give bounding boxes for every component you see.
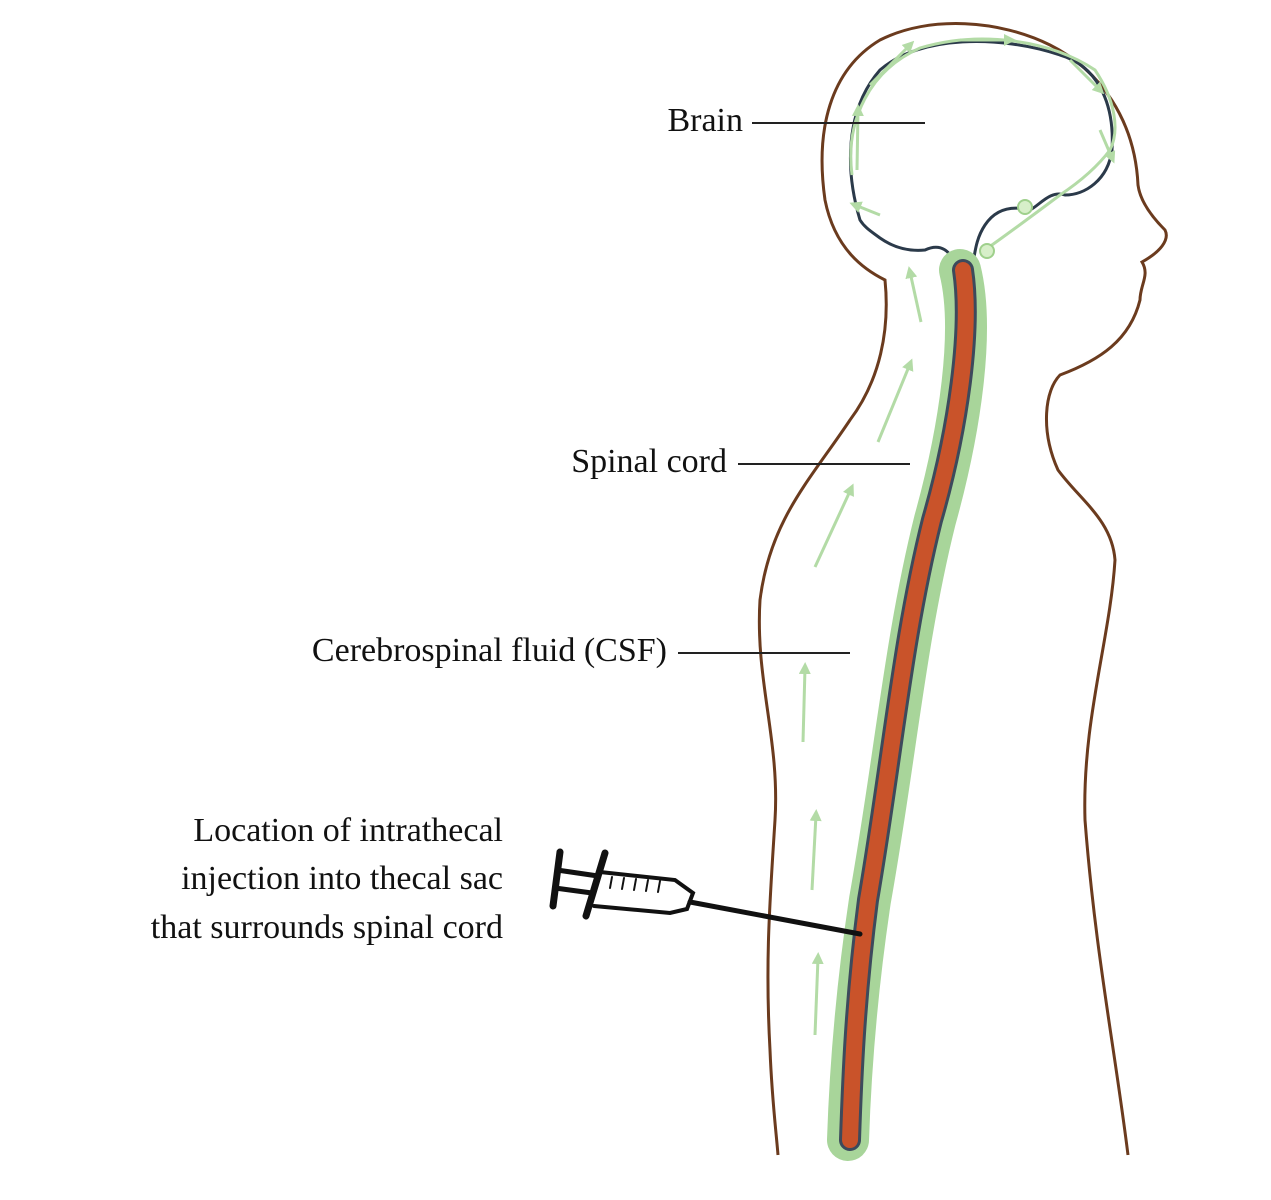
flow-arrow [868, 40, 915, 87]
flow-arrow [811, 952, 824, 1036]
injection-label-line-1: Location of intrathecal [193, 812, 503, 849]
flow-arrow [876, 358, 914, 443]
csf-label: Cerebrospinal fluid (CSF) [312, 632, 667, 669]
brain-outline [848, 40, 1114, 270]
flow-arrow [849, 201, 881, 217]
injection-label-line-2: injection into thecal sac [181, 860, 503, 897]
spinal-cord-label: Spinal cord [571, 443, 727, 480]
csf-brain-flow [849, 37, 1117, 252]
flow-arrow [809, 809, 822, 891]
flow-arrow [905, 266, 923, 323]
body-outline [757, 22, 1168, 1156]
spinal-cord-outline [839, 259, 977, 1151]
flow-arrow [798, 662, 811, 743]
brain-label: Brain [667, 102, 743, 139]
injection-label-line-3: that surrounds spinal cord [151, 909, 503, 946]
flow-arrow [1098, 129, 1116, 164]
spinal-cord [842, 262, 974, 1148]
syringe-icon [549, 848, 863, 937]
flow-arrow [813, 483, 854, 568]
flow-arrow [851, 104, 864, 171]
csf-node [979, 243, 995, 259]
csf-node [1017, 199, 1033, 215]
flow-arrow [1068, 58, 1105, 95]
